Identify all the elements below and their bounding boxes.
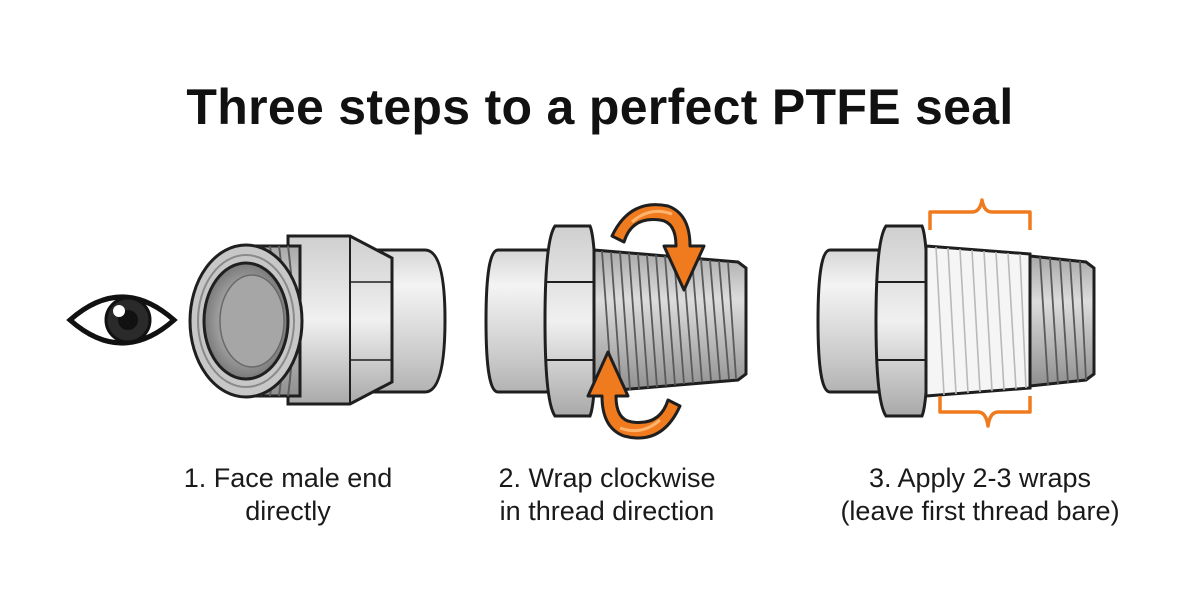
- bracket-icon: [928, 198, 1032, 428]
- step-3-caption: 3. Apply 2-3 wraps (leave first thread b…: [800, 462, 1160, 528]
- step-3-caption-line-1: 3. Apply 2-3 wraps: [868, 463, 1092, 493]
- step-3-illustration: [816, 198, 1096, 428]
- eye-icon: [66, 294, 178, 346]
- step-2-caption: 2. Wrap clockwise in thread direction: [447, 462, 767, 528]
- clockwise-arrows-icon: [586, 203, 706, 440]
- step-2-illustration: [484, 203, 748, 440]
- step-1-caption: 1. Face male end directly: [128, 462, 448, 528]
- step-1-illustration: [66, 234, 447, 406]
- step-3-caption-line-2: (leave first thread bare): [840, 496, 1120, 526]
- step-1-caption-line-2: directly: [245, 496, 331, 526]
- step-2-caption-line-1: 2. Wrap clockwise: [498, 463, 716, 493]
- step-2-caption-line-2: in thread direction: [499, 496, 715, 526]
- step-1-caption-line-1: 1. Face male end: [183, 463, 393, 493]
- page-title: Three steps to a perfect PTFE seal: [186, 79, 1014, 135]
